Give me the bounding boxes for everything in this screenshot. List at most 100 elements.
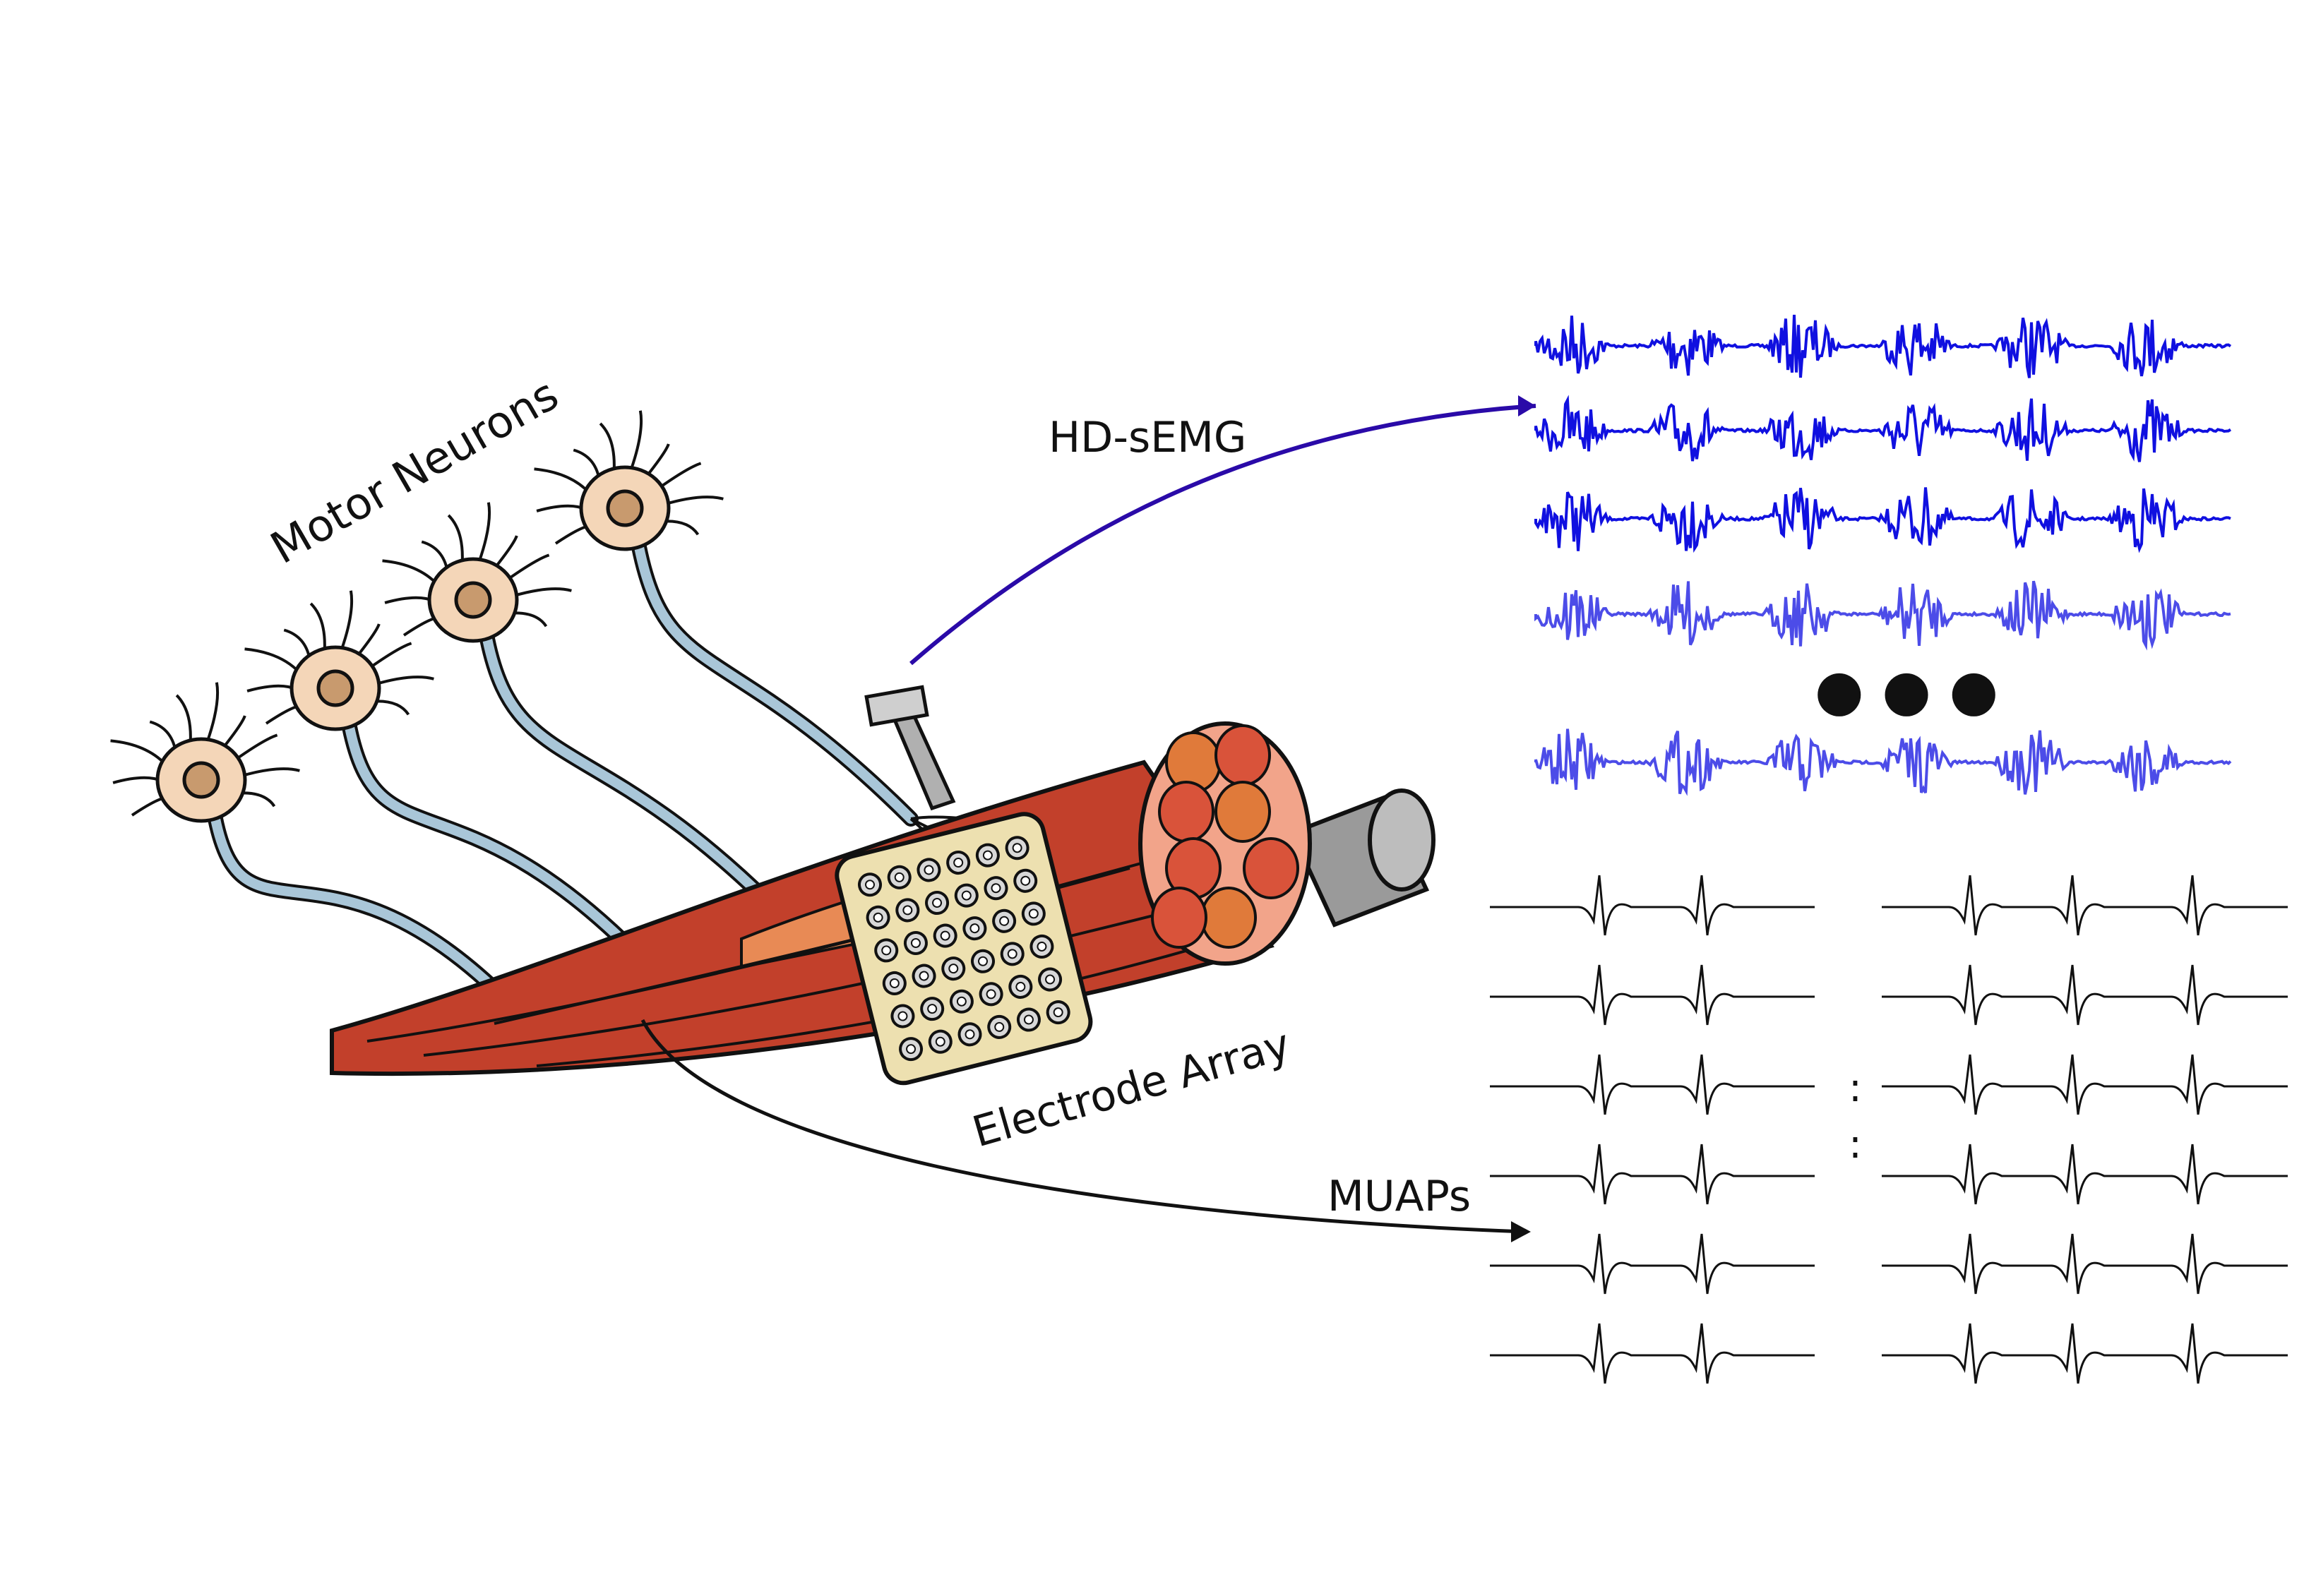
electrode-contact-center [889,978,900,988]
emg-trace [1534,487,2231,553]
dendrite [356,623,381,657]
electrode-contact-center [906,1044,917,1055]
muap-waveform [1882,1233,2288,1295]
dendrite [645,443,670,477]
dendrite [506,553,550,582]
electrode-contact-center [948,964,959,974]
fascicles [1151,724,1299,949]
electrode-contact-center [894,872,905,882]
muap-trace-right [1882,1323,2288,1384]
electrode-contacts [857,836,1070,1062]
muap-waveform [1882,1054,2288,1115]
electrode-contact-center [978,956,989,966]
muap-trace-left [1490,875,1815,936]
fascicle [1158,781,1214,843]
electrode-contact-center [1012,843,1022,853]
dendrite [309,602,326,652]
dendrite [175,694,192,743]
dendrite [657,462,702,490]
electrode-contact-center [910,937,921,948]
dendrite [599,422,616,472]
muap-vertical-dots-1: : [1849,1065,1862,1111]
electrode-contact-center [956,996,967,1007]
fascicle [1214,724,1271,786]
fascicle [1214,781,1271,843]
electrode-contact-center [1045,974,1056,985]
dendrite [494,535,518,569]
electrode-contact-center [935,1036,945,1047]
hd-semg-arrowhead [1518,395,1536,416]
dendrite [382,559,438,586]
electrode-contact-center [961,890,972,901]
muap-trace-right [1882,1054,2288,1115]
electrode-contact-center [927,1004,938,1014]
muap-trace-right [1882,1233,2288,1295]
dendrite [384,596,435,604]
electrode-contact-center [1053,1007,1063,1018]
dendrite [222,715,246,749]
electrode-contact-center [965,1029,975,1040]
dendrite [205,682,220,743]
hd-semg-signals [1534,314,2232,796]
emg-trace [1534,395,2232,462]
muap-trace-left [1490,1054,1815,1115]
electrode-contact-center [932,898,943,908]
axon [634,542,916,824]
emg-trace [1534,314,2232,378]
muap-trace-right [1882,1144,2288,1205]
dendrite [110,739,167,766]
electrode-contact-center [991,883,1001,894]
dendrite [477,502,491,563]
electrode-contact-center [940,930,950,941]
electrode-contact-center [986,989,996,1000]
muap-trace-left [1490,1144,1815,1205]
muap-waveform [1490,1144,1815,1205]
muaps-arrow [640,1019,1526,1234]
dendrite [663,496,724,506]
electrode-contact-center [1037,941,1047,952]
muap-signals [1490,875,2288,1384]
dendrite [447,514,464,563]
dendrite [573,448,601,480]
emg-waveform [1534,314,2232,378]
nucleus [182,761,220,799]
dendrite [234,733,278,762]
dendrite [368,642,412,670]
emg-ellipsis: ● ● ● [1815,657,1998,723]
dendrite [239,767,300,778]
dendrite [629,410,643,471]
electrode-contact-center [897,1011,908,1021]
electrode-cable [890,714,956,811]
muap-waveform [1882,1323,2288,1384]
axon-outline [208,811,516,1010]
axon [210,814,513,1007]
tendon-end [1368,788,1435,892]
dendrite [421,540,449,572]
electrode-contact-center [1007,949,1017,959]
electrode-contact-center [1020,875,1031,886]
muap-waveform [1882,1144,2288,1205]
muap-trace-left [1490,964,1815,1026]
dendrite [536,504,587,512]
muap-trace-right [1882,875,2288,936]
emg-waveform [1534,395,2232,462]
muap-waveform [1882,875,2288,936]
electrode-contact-center [902,905,913,916]
emg-waveform [1534,580,2231,651]
electrode-contact-center [982,850,993,860]
electrode-contact-center [881,945,892,956]
electrode-array [835,685,1093,1086]
electrode-contact-center [864,880,875,890]
fascicle [1151,887,1207,949]
electrode-contact-center [1023,1014,1034,1025]
axon [482,634,782,916]
dendrite [246,684,297,692]
dendrite [149,720,177,752]
muap-waveform [1490,1054,1815,1115]
muap-trace-left [1490,1323,1815,1384]
muap-waveform [1882,964,2288,1026]
neuron [534,410,969,877]
electrode-contact-center [994,1021,1005,1032]
electrode-contact-center [953,858,964,868]
muap-waveform [1490,875,1815,936]
